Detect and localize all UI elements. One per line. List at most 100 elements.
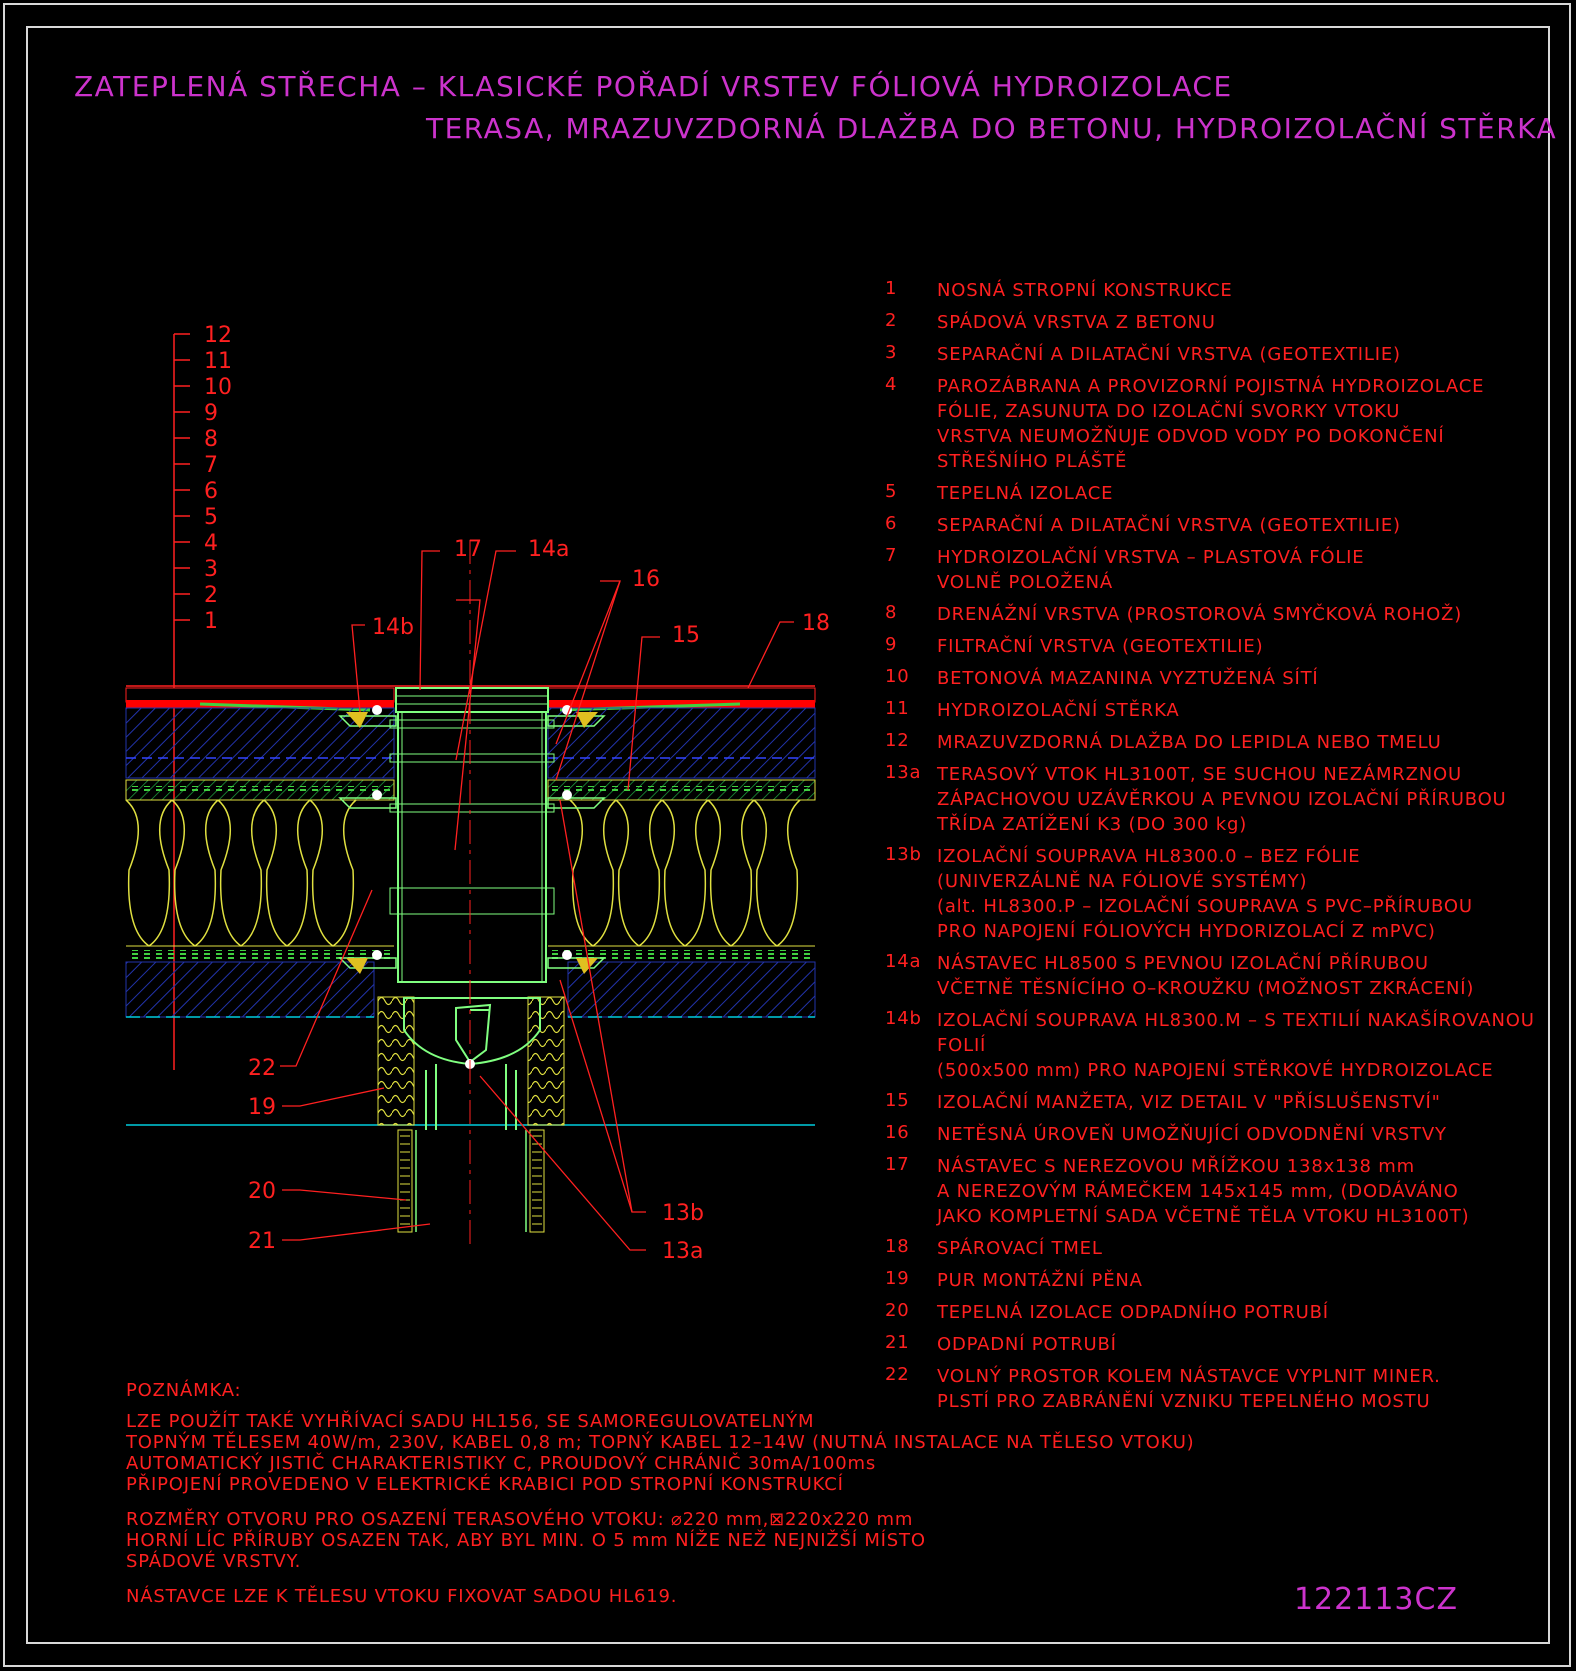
layer-scale-label: 7 <box>204 453 218 478</box>
legend-text: BETONOVÁ MAZANINA VYZTUŽENÁ SÍTÍ <box>937 666 1555 691</box>
legend-number: 3 <box>885 342 898 363</box>
callout-label: 22 <box>248 1056 276 1081</box>
legend-text: MRAZUVZDORNÁ DLAŽBA DO LEPIDLA NEBO TMEL… <box>937 730 1555 755</box>
legend-text: IZOLAČNÍ SOUPRAVA HL8300.M – S TEXTILIÍ … <box>937 1008 1555 1083</box>
legend-line: IZOLAČNÍ MANŽETA, VIZ DETAIL V "PŘÍSLUŠE… <box>937 1092 1441 1113</box>
layer-scale-label: 10 <box>204 375 232 400</box>
legend-line: SPÁDOVÁ VRSTVA Z BETONU <box>937 312 1216 333</box>
legend-text: HYDROIZOLAČNÍ STĚRKA <box>937 698 1555 723</box>
note-line: HORNÍ LÍC PŘÍRUBY OSAZEN TAK, ABY BYL MI… <box>126 1530 926 1551</box>
title-line-1: ZATEPLENÁ STŘECHA – KLASICKÉ POŘADÍ VRST… <box>74 70 1233 103</box>
legend-text: PAROZÁBRANA A PROVIZORNÍ POJISTNÁ HYDROI… <box>937 374 1555 474</box>
legend-line: SEPARAČNÍ A DILATAČNÍ VRSTVA (GEOTEXTILI… <box>937 344 1401 365</box>
outer-frame <box>3 3 1571 1667</box>
legend-line: HYDROIZOLAČNÍ STĚRKA <box>937 700 1180 721</box>
legend-item: 1 NOSNÁ STROPNÍ KONSTRUKCE <box>885 278 1555 303</box>
legend-number: 15 <box>885 1090 910 1111</box>
legend-line: (500x500 mm) PRO NAPOJENÍ STĚRKOVÉ HYDRO… <box>937 1060 1494 1081</box>
legend-item: 14a NÁSTAVEC HL8500 S PEVNOU IZOLAČNÍ PŘÍ… <box>885 951 1555 1001</box>
legend-text: SPÁROVACÍ TMEL <box>937 1236 1555 1261</box>
legend-line: NÁSTAVEC HL8500 S PEVNOU IZOLAČNÍ PŘÍRUB… <box>937 953 1429 974</box>
callout-label: 20 <box>248 1179 276 1204</box>
legend-item: 5 TEPELNÁ IZOLACE <box>885 481 1555 506</box>
legend-item: 2 SPÁDOVÁ VRSTVA Z BETONU <box>885 310 1555 335</box>
layer-scale-label: 9 <box>204 401 218 426</box>
legend-line: PLSTÍ PRO ZABRÁNĚNÍ VZNIKU TEPELNÉHO MOS… <box>937 1391 1431 1412</box>
legend-line: VOLNÝ PROSTOR KOLEM NÁSTAVCE VYPLNIT MIN… <box>937 1366 1441 1387</box>
legend-text: IZOLAČNÍ SOUPRAVA HL8300.0 – BEZ FÓLIE(U… <box>937 844 1555 944</box>
callout-label: 19 <box>248 1095 276 1120</box>
legend-number: 19 <box>885 1268 910 1289</box>
callout-label: 14a <box>528 537 569 562</box>
legend-item: 17 NÁSTAVEC S NEREZOVOU MŘÍŽKOU 138x138 m… <box>885 1154 1555 1229</box>
legend-line: VOLNĚ POLOŽENÁ <box>937 572 1114 593</box>
note-line: LZE POUŽÍT TAKÉ VYHŘÍVACÍ SADU HL156, SE… <box>126 1411 815 1432</box>
legend-number: 1 <box>885 278 898 299</box>
legend-number: 11 <box>885 698 910 719</box>
callout-label: 21 <box>248 1229 276 1254</box>
legend-number: 10 <box>885 666 910 687</box>
callout-label: 14b <box>372 615 414 640</box>
legend-line: (alt. HL8300.P – IZOLAČNÍ SOUPRAVA S PVC… <box>937 896 1473 917</box>
legend-line: HYDROIZOLAČNÍ VRSTVA – PLASTOVÁ FÓLIE <box>937 547 1365 568</box>
layer-scale-label: 2 <box>204 583 218 608</box>
legend-number: 17 <box>885 1154 910 1175</box>
legend-line: TEPELNÁ IZOLACE ODPADNÍHO POTRUBÍ <box>937 1302 1329 1323</box>
legend-line: NOSNÁ STROPNÍ KONSTRUKCE <box>937 280 1233 301</box>
legend-number: 18 <box>885 1236 910 1257</box>
legend-text: SEPARAČNÍ A DILATAČNÍ VRSTVA (GEOTEXTILI… <box>937 342 1555 367</box>
layer-scale-label: 12 <box>204 323 232 348</box>
legend-item: 19 PUR MONTÁŽNÍ PĚNA <box>885 1268 1555 1293</box>
legend-line: NÁSTAVEC S NEREZOVOU MŘÍŽKOU 138x138 mm <box>937 1156 1415 1177</box>
legend-line: PRO NAPOJENÍ FÓLIOVÝCH HYDORIZOLACÍ Z mP… <box>937 921 1436 942</box>
legend-text: VOLNÝ PROSTOR KOLEM NÁSTAVCE VYPLNIT MIN… <box>937 1364 1555 1414</box>
legend-number: 5 <box>885 481 898 502</box>
drawing-code: 122113CZ <box>1293 1582 1458 1617</box>
layer-scale-label: 1 <box>204 609 218 634</box>
legend-item: 6 SEPARAČNÍ A DILATAČNÍ VRSTVA (GEOTEXTIL… <box>885 513 1555 538</box>
legend-number: 14b <box>885 1008 922 1029</box>
legend-line: FILTRAČNÍ VRSTVA (GEOTEXTILIE) <box>937 636 1264 657</box>
legend-number: 2 <box>885 310 898 331</box>
legend-item: 13a TERASOVÝ VTOK HL3100T, SE SUCHOU NEZÁ… <box>885 762 1555 837</box>
legend-line: DRENÁŽNÍ VRSTVA (PROSTOROVÁ SMYČKOVÁ ROH… <box>937 604 1463 625</box>
legend-item: 14b IZOLAČNÍ SOUPRAVA HL8300.M – S TEXTIL… <box>885 1008 1555 1083</box>
callout-label: 17 <box>454 537 482 562</box>
legend-text: HYDROIZOLAČNÍ VRSTVA – PLASTOVÁ FÓLIE VOL… <box>937 545 1555 595</box>
layer-scale-label: 6 <box>204 479 218 504</box>
legend-text: IZOLAČNÍ MANŽETA, VIZ DETAIL V "PŘÍSLUŠE… <box>937 1090 1555 1115</box>
layer-scale-label: 11 <box>204 349 232 374</box>
legend-line: PUR MONTÁŽNÍ PĚNA <box>937 1270 1143 1291</box>
legend-item: 3 SEPARAČNÍ A DILATAČNÍ VRSTVA (GEOTEXTIL… <box>885 342 1555 367</box>
legend-line: MRAZUVZDORNÁ DLAŽBA DO LEPIDLA NEBO TMEL… <box>937 732 1442 753</box>
legend-text: TEPELNÁ IZOLACE ODPADNÍHO POTRUBÍ <box>937 1300 1555 1325</box>
legend-number: 13a <box>885 762 922 783</box>
note-line: AUTOMATICKÝ JISTIČ CHARAKTERISTIKY C, PR… <box>126 1453 876 1474</box>
callout-label: 13b <box>662 1201 704 1226</box>
layer-scale-label: 3 <box>204 557 218 582</box>
legend-line: TERASOVÝ VTOK HL3100T, SE SUCHOU NEZÁMRZ… <box>937 764 1462 785</box>
note-paragraph: NÁSTAVCE LZE K TĚLESU VTOKU FIXOVAT SADO… <box>126 1586 1206 1607</box>
callout-label: 16 <box>632 567 660 592</box>
legend-number: 6 <box>885 513 898 534</box>
legend-text: SEPARAČNÍ A DILATAČNÍ VRSTVA (GEOTEXTILI… <box>937 513 1555 538</box>
legend-number: 21 <box>885 1332 910 1353</box>
legend-number: 14a <box>885 951 922 972</box>
title-line-2: TERASA, MRAZUVZDORNÁ DLAŽBA DO BETONU, H… <box>426 112 1558 145</box>
callout-label: 18 <box>802 611 830 636</box>
legend-line: TEPELNÁ IZOLACE <box>937 483 1114 504</box>
note-paragraph: LZE POUŽÍT TAKÉ VYHŘÍVACÍ SADU HL156, SE… <box>126 1411 1206 1495</box>
legend-item: 18 SPÁROVACÍ TMEL <box>885 1236 1555 1261</box>
legend-line: ZÁPACHOVOU UZÁVĚRKOU A PEVNOU IZOLAČNÍ P… <box>937 789 1507 810</box>
legend-item: 11 HYDROIZOLAČNÍ STĚRKA <box>885 698 1555 723</box>
legend: 1 NOSNÁ STROPNÍ KONSTRUKCE 2 SPÁDOVÁ VRSTVA… <box>885 278 1555 1421</box>
